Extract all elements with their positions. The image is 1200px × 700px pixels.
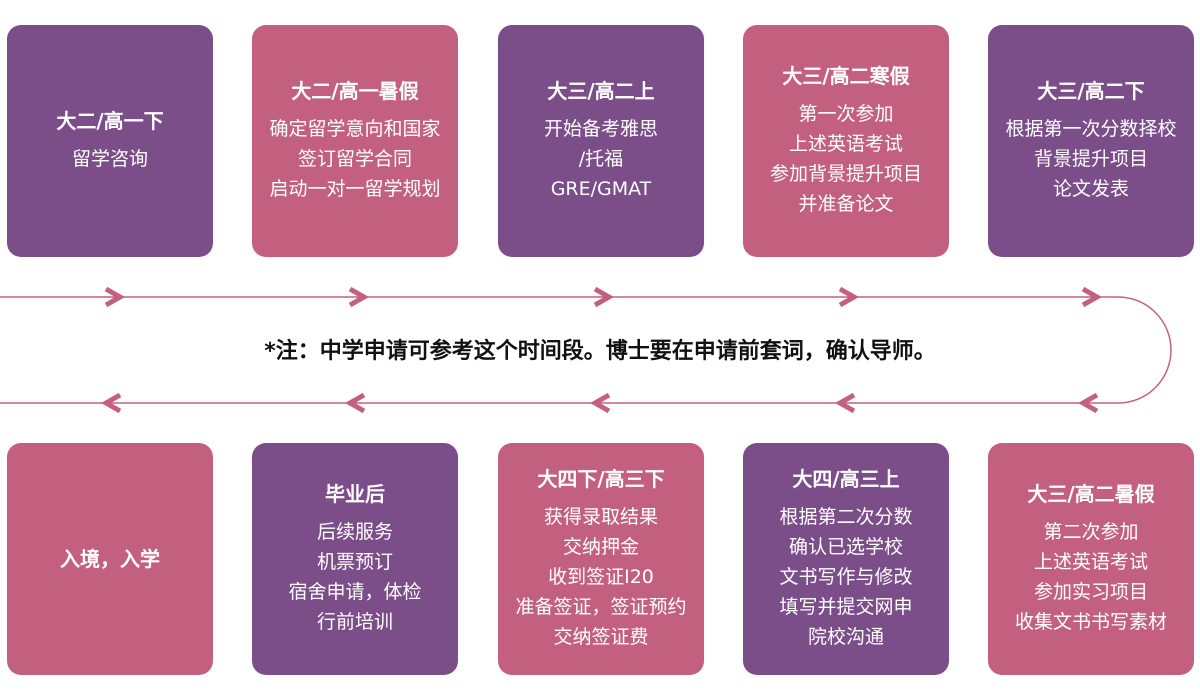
- stage-detail-line: 上述英语考试: [788, 133, 903, 155]
- stage-detail-line: 宿舍申请，体检: [288, 581, 422, 603]
- stage-detail-line: 签订留学合同: [297, 148, 412, 170]
- stage-detail-line: 交纳签证费: [553, 626, 649, 648]
- stage-detail-line: 准备签证，签证预约: [515, 596, 687, 618]
- stage-detail-line: 参加背景提升项目: [769, 163, 922, 185]
- stage-detail-line: 第一次参加: [798, 103, 894, 125]
- chevron-right-icon: [348, 286, 370, 308]
- stage-card-9: 大四/高三上 根据第二次分数确认已选学校文书写作与修改填写并提交网申院校沟通: [743, 443, 949, 675]
- stage-title: 大三/高二上: [547, 79, 655, 103]
- stage-details: 留学咨询: [72, 144, 148, 174]
- chevron-left-icon: [834, 392, 856, 414]
- stage-detail-line: 启动一对一留学规划: [269, 178, 441, 200]
- stage-detail-line: 确定留学意向和国家: [269, 118, 441, 140]
- stage-detail-line: 行前培训: [316, 611, 393, 633]
- chevron-left-icon: [344, 392, 366, 414]
- stage-details: 第二次参加上述英语考试参加实习项目收集文书书写素材: [1015, 517, 1167, 637]
- stage-card-6: 入境，入学: [7, 443, 213, 675]
- stage-detail-line: 院校沟通: [807, 626, 884, 648]
- stage-detail-line: 参加实习项目: [1033, 581, 1148, 603]
- chevron-left-icon: [589, 392, 611, 414]
- stage-detail-line: 机票预订: [316, 551, 393, 573]
- chevron-left-icon: [1077, 392, 1099, 414]
- stage-title: 大二/高一暑假: [291, 79, 419, 103]
- stage-details: 第一次参加上述英语考试参加背景提升项目并准备论文: [770, 99, 922, 219]
- chevron-left-icon: [100, 392, 122, 414]
- stage-detail-line: 填写并提交网申: [779, 596, 913, 618]
- stage-card-3: 大三/高二上 开始备考雅思/托福 GRE/GMAT: [498, 25, 704, 257]
- stage-details: 开始备考雅思/托福 GRE/GMAT: [544, 114, 658, 204]
- stage-detail-line: 留学咨询: [71, 148, 148, 170]
- stage-detail-line: 交纳押金: [562, 536, 639, 558]
- stage-title: 大三/高二暑假: [1027, 482, 1155, 506]
- stage-title: 大二/高一下: [56, 109, 164, 133]
- stage-title: 毕业后: [325, 482, 385, 506]
- stage-details: 获得录取结果交纳押金收到签证I20 准备签证，签证预约交纳签证费: [515, 502, 686, 652]
- stage-card-8: 大四下/高三下 获得录取结果交纳押金收到签证I20 准备签证，签证预约交纳签证费: [498, 443, 704, 675]
- stage-card-10: 大三/高二暑假 第二次参加上述英语考试参加实习项目收集文书书写素材: [988, 443, 1194, 675]
- stage-detail-line: 上述英语考试: [1033, 551, 1148, 573]
- stage-card-5: 大三/高二下 根据第一次分数择校背景提升项目论文发表: [988, 25, 1194, 257]
- stage-card-7: 毕业后 后续服务机票预订宿舍申请，体检行前培训: [252, 443, 458, 675]
- stage-detail-line: 并准备论文: [798, 193, 894, 215]
- stage-detail-line: 后续服务: [316, 521, 393, 543]
- chevron-right-icon: [838, 286, 860, 308]
- chevron-right-icon: [104, 286, 126, 308]
- timeline-note: *注：中学申请可参考这个时间段。博士要在申请前套词，确认导师。: [264, 339, 936, 364]
- stage-detail-line: 文书写作与修改: [779, 566, 913, 588]
- stage-detail-line: 确认已选学校: [788, 536, 903, 558]
- stage-card-4: 大三/高二寒假 第一次参加上述英语考试参加背景提升项目并准备论文: [743, 25, 949, 257]
- stage-detail-line: 第二次参加: [1043, 521, 1139, 543]
- stage-detail-line: 收到签证I20: [548, 566, 654, 588]
- stage-detail-line: /托福: [578, 148, 624, 170]
- stage-details: 确定留学意向和国家签订留学合同启动一对一留学规划: [269, 114, 440, 204]
- timeline-path: [0, 296, 1172, 404]
- stage-card-2: 大二/高一暑假 确定留学意向和国家签订留学合同启动一对一留学规划: [252, 25, 458, 257]
- stage-card-1: 大二/高一下 留学咨询: [7, 25, 213, 257]
- stage-details: 根据第一次分数择校背景提升项目论文发表: [1005, 114, 1176, 204]
- stage-detail-line: 开始备考雅思: [543, 118, 658, 140]
- stage-details: 后续服务机票预订宿舍申请，体检行前培训: [288, 517, 421, 637]
- chevron-right-icon: [1081, 286, 1103, 308]
- stage-title: 入境，入学: [60, 547, 160, 571]
- chevron-right-icon: [593, 286, 615, 308]
- stage-title: 大三/高二寒假: [782, 64, 910, 88]
- top-arrows: [104, 286, 1103, 308]
- stage-title: 大四/高三上: [792, 467, 900, 491]
- stage-detail-line: 收集文书书写素材: [1014, 611, 1167, 633]
- stage-detail-line: GRE/GMAT: [550, 178, 652, 200]
- stage-detail-line: 论文发表: [1052, 178, 1129, 200]
- stage-title: 大三/高二下: [1037, 79, 1145, 103]
- stage-details: 根据第二次分数确认已选学校文书写作与修改填写并提交网申院校沟通: [779, 502, 912, 652]
- stage-detail-line: 根据第二次分数: [779, 506, 913, 528]
- stage-title: 大四下/高三下: [537, 467, 665, 491]
- bottom-arrows: [100, 392, 1099, 414]
- stage-detail-line: 背景提升项目: [1033, 148, 1148, 170]
- stage-detail-line: 根据第一次分数择校: [1005, 118, 1177, 140]
- stage-detail-line: 获得录取结果: [543, 506, 658, 528]
